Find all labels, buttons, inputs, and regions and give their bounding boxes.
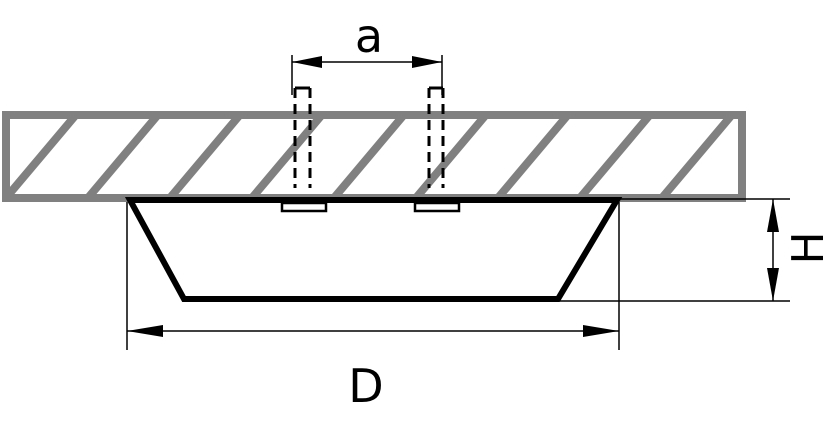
dimension-d-arrow-right: [583, 325, 619, 337]
dimension-d: [126, 202, 620, 350]
dimension-h-arrow-top: [767, 199, 779, 232]
dimension-h-label: H: [783, 231, 828, 264]
hatch-line: [574, 115, 656, 198]
hatch-line: [738, 194, 742, 198]
dimension-d-label: D: [348, 359, 383, 413]
hatch-line: [164, 115, 246, 198]
ceiling-hatching: [6, 115, 742, 198]
fixture-body: [124, 197, 623, 302]
dimension-d-arrow-left: [127, 325, 163, 337]
hatch-line: [656, 115, 738, 198]
dimension-h: [560, 198, 790, 302]
hatch-line: [492, 115, 574, 198]
left-mounting-plate: [280, 201, 328, 213]
hatch-line: [246, 115, 328, 198]
right-mounting-plate: [413, 201, 461, 213]
right-screw: [413, 86, 461, 213]
dimension-a-label: a: [355, 9, 383, 63]
ceiling-slab: [2, 111, 746, 202]
hatch-line: [410, 115, 492, 198]
dimension-a-arrow-right: [412, 56, 442, 68]
dimension-h-arrow-bottom: [767, 268, 779, 301]
dimension-a-arrow-left: [292, 56, 322, 68]
hatch-line: [82, 115, 164, 198]
dimension-a: [291, 55, 443, 95]
hatch-line: [6, 115, 82, 198]
hatch-line: [328, 115, 410, 198]
